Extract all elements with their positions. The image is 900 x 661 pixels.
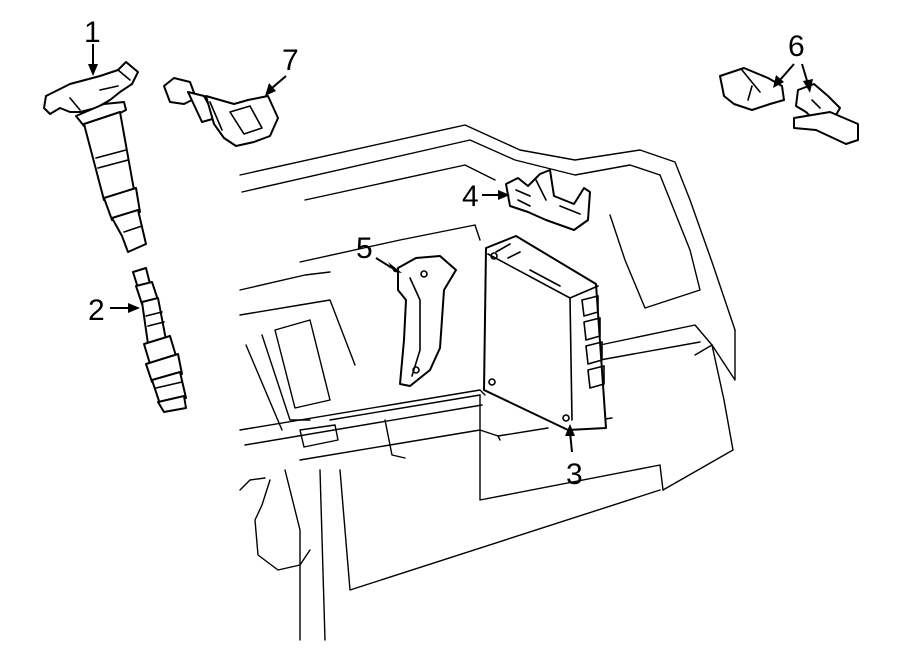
callout-6-arrowhead-right bbox=[803, 79, 813, 93]
callout-arrows bbox=[88, 44, 813, 453]
sensor-pair bbox=[719, 67, 859, 145]
callout-1-arrowhead bbox=[88, 64, 98, 76]
dashboard-background bbox=[239, 124, 736, 641]
callout-6-arrowhead-left bbox=[773, 75, 784, 88]
callout-4-label: 4 bbox=[462, 180, 479, 213]
engine-control-module bbox=[483, 235, 607, 431]
callout-5-arrow bbox=[375, 257, 393, 269]
callout-7-arrowhead bbox=[265, 83, 276, 96]
callout-3-arrowhead bbox=[565, 424, 575, 436]
sensor-7 bbox=[163, 77, 279, 147]
callout-6-label: 6 bbox=[788, 30, 805, 63]
callout-6-arrow-left bbox=[779, 63, 795, 81]
callout-2-arrowhead bbox=[128, 303, 140, 313]
callout-2-label: 2 bbox=[88, 294, 105, 327]
callout-labels: 1 2 3 4 5 6 7 bbox=[84, 16, 805, 491]
callout-3-label: 3 bbox=[566, 458, 583, 491]
callout-4-arrowhead bbox=[498, 190, 510, 200]
callout-1-label: 1 bbox=[84, 16, 101, 49]
spark-plug bbox=[132, 267, 187, 413]
callout-7-arrow bbox=[271, 75, 287, 89]
callout-7-label: 7 bbox=[282, 44, 299, 77]
callout-5-arrowhead bbox=[388, 262, 402, 273]
ignition-coil bbox=[43, 61, 147, 253]
bracket-5 bbox=[397, 255, 457, 387]
bracket-4 bbox=[505, 169, 591, 231]
callout-5-label: 5 bbox=[356, 232, 373, 265]
